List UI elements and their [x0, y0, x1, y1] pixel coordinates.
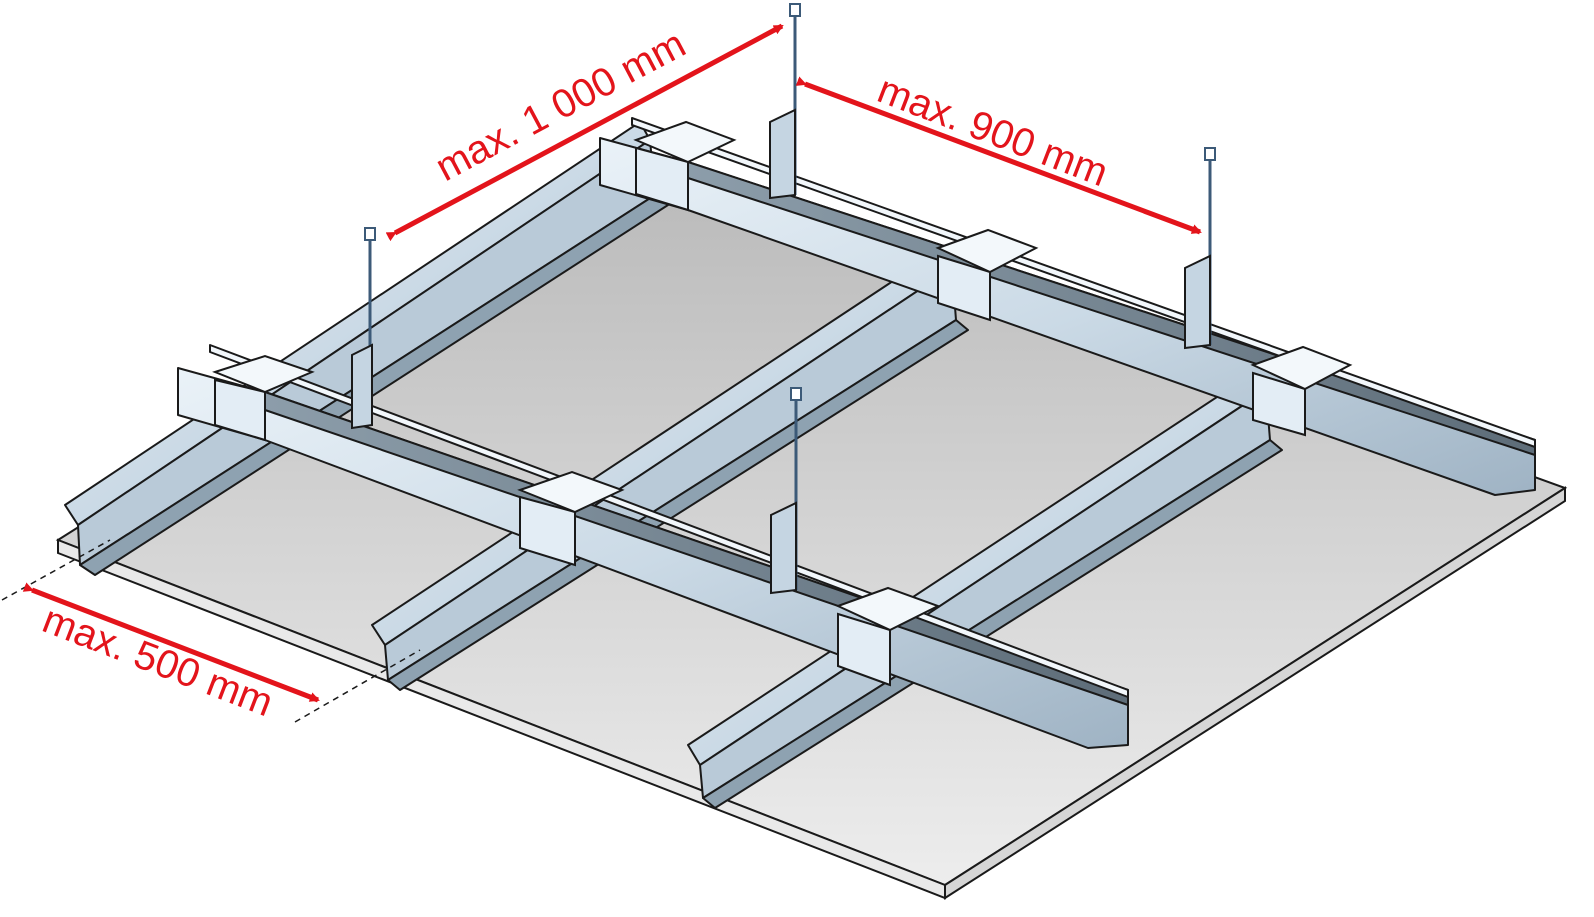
- hanger-1: [351, 227, 376, 430]
- lower-profile-2: [371, 249, 969, 691]
- plasterboard: [55, 158, 1568, 900]
- board-top-face: [55, 158, 1568, 887]
- arrow-main-profile-spacing: [795, 76, 1202, 235]
- hanger-3: [1184, 147, 1216, 350]
- connector-3: [835, 586, 941, 687]
- connector-6: [1250, 345, 1353, 437]
- connector-5: [935, 228, 1039, 322]
- hanger-2: [769, 3, 801, 200]
- arrow-edge-distance: [22, 582, 320, 703]
- hanger-4: [770, 387, 802, 595]
- edge-extension-lines: [1, 539, 421, 723]
- connector-2: [517, 470, 625, 567]
- label-main-profile-spacing: max. 900 mm: [872, 67, 1114, 195]
- arrow-hanger-spacing: [385, 23, 784, 242]
- dimension-arrows: [22, 23, 1202, 703]
- connector-1: [212, 354, 315, 442]
- board-right-edge: [944, 486, 1566, 900]
